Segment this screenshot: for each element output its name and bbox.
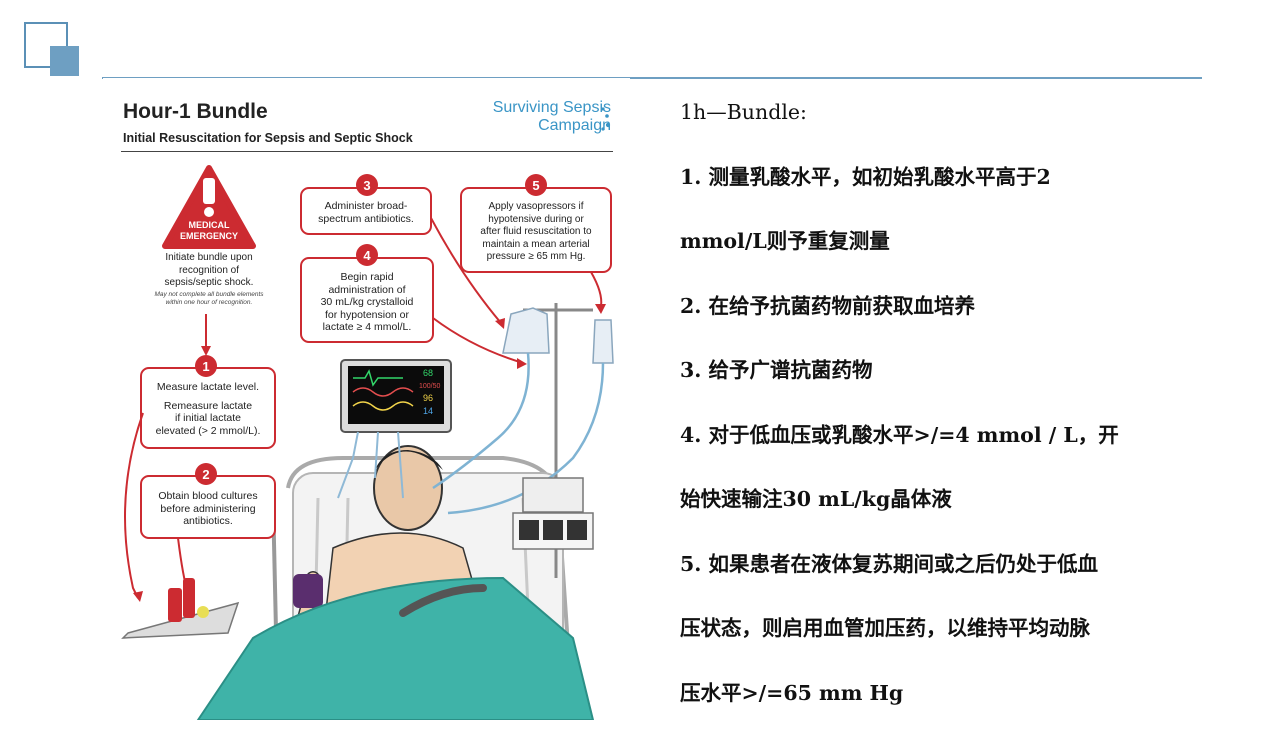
step-1-number: 1: [202, 359, 209, 374]
text-line: 压水平>/=65 mm Hg: [680, 673, 1250, 737]
step-line: Begin rapid: [303, 271, 431, 284]
monitor-hr: 68: [423, 368, 433, 378]
step-line: hypotensive during or: [463, 214, 609, 227]
surviving-sepsis-logo: Surviving Sepsis Campaign: [471, 99, 611, 135]
text-line: 4. 对于低血压或乳酸水平>/=4 mmol / L，开: [680, 415, 1250, 480]
text-line: mmol/L则予重复测量: [680, 221, 1250, 286]
step-line: pressure ≥ 65 mm Hg.: [463, 251, 609, 264]
step-line: after fluid resuscitation to: [463, 226, 609, 239]
step-5-number: 5: [532, 178, 539, 193]
initiate-line: Initiate bundle upon: [143, 252, 275, 265]
note-line: within one hour of recognition.: [133, 299, 285, 307]
note-line: May not complete all bundle elements: [133, 291, 285, 299]
text-line: 5. 如果患者在液体复苏期间或之后仍处于低血: [680, 544, 1250, 609]
step-line: Obtain blood cultures: [143, 490, 273, 503]
step-line: for hypotension or: [303, 309, 431, 322]
step-2-number: 2: [202, 467, 209, 482]
step-line: if initial lactate: [143, 412, 273, 425]
logo-dots-icon: [599, 106, 611, 136]
corner-decoration-fill: [50, 46, 79, 76]
hour-1-bundle-figure: 68 100/50 96 14 MEDICAL EMERGENCY: [103, 78, 630, 720]
step-line: lactate ≥ 4 mmol/L.: [303, 321, 431, 334]
text-line: 3. 给予广谱抗菌药物: [680, 350, 1250, 415]
monitor-spo2: 96: [423, 393, 433, 403]
bedside-tray: [123, 578, 238, 638]
monitor-rr: 14: [423, 406, 433, 416]
brand-line2: Campaign: [471, 117, 611, 135]
bundle-text-panel: 1h—Bundle: 1. 测量乳酸水平，如初始乳酸水平高于2 mmol/L则予…: [680, 92, 1250, 737]
step-4-number: 4: [363, 248, 371, 263]
step-line: maintain a mean arterial: [463, 239, 609, 252]
figure-subtitle: Initial Resuscitation for Sepsis and Sep…: [123, 131, 413, 145]
emergency-label-line1: MEDICAL: [189, 220, 230, 230]
initiate-line: recognition of: [143, 265, 275, 278]
step-line: Remeasure lactate: [143, 400, 273, 413]
step-4-text: Begin rapid administration of 30 mL/kg c…: [303, 271, 431, 334]
initiate-text: Initiate bundle upon recognition of seps…: [143, 252, 275, 290]
medical-emergency-sign: MEDICAL EMERGENCY: [165, 168, 253, 246]
initiate-line: sepsis/septic shock.: [143, 277, 275, 290]
figure-title: Hour-1 Bundle: [123, 100, 268, 124]
step-2-text: Obtain blood cultures before administeri…: [143, 490, 273, 528]
step-line: Apply vasopressors if: [463, 201, 609, 214]
step-line: antibiotics.: [143, 515, 273, 528]
brand-line1: Surviving Sepsis: [471, 99, 611, 117]
step-3-number: 3: [363, 178, 370, 193]
emergency-label-line2: EMERGENCY: [180, 231, 238, 241]
text-line: 压状态，则启用血管加压药，以维持平均动脉: [680, 608, 1250, 673]
step-line: administration of: [303, 284, 431, 297]
step-line: 30 mL/kg crystalloid: [303, 296, 431, 309]
step-5-text: Apply vasopressors if hypotensive during…: [463, 201, 609, 264]
step-line: Measure lactate level.: [143, 381, 273, 394]
step-line: Administer broad-: [303, 200, 429, 213]
text-line: 始快速输注30 mL/kg晶体液: [680, 479, 1250, 544]
step-line: elevated (> 2 mmol/L).: [143, 425, 273, 438]
text-line: 2. 在给予抗菌药物前获取血培养: [680, 286, 1250, 351]
text-heading: 1h—Bundle:: [680, 92, 1250, 157]
monitor-bp: 100/50: [419, 383, 441, 390]
figure-title-rule: [121, 151, 613, 152]
step-3-text: Administer broad- spectrum antibiotics.: [303, 200, 429, 225]
step-line: before administering: [143, 503, 273, 516]
step-1-text: Measure lactate level. Remeasure lactate…: [143, 381, 273, 437]
completion-note: May not complete all bundle elements wit…: [133, 291, 285, 307]
text-line: 1. 测量乳酸水平，如初始乳酸水平高于2: [680, 157, 1250, 222]
step-line: spectrum antibiotics.: [303, 213, 429, 226]
